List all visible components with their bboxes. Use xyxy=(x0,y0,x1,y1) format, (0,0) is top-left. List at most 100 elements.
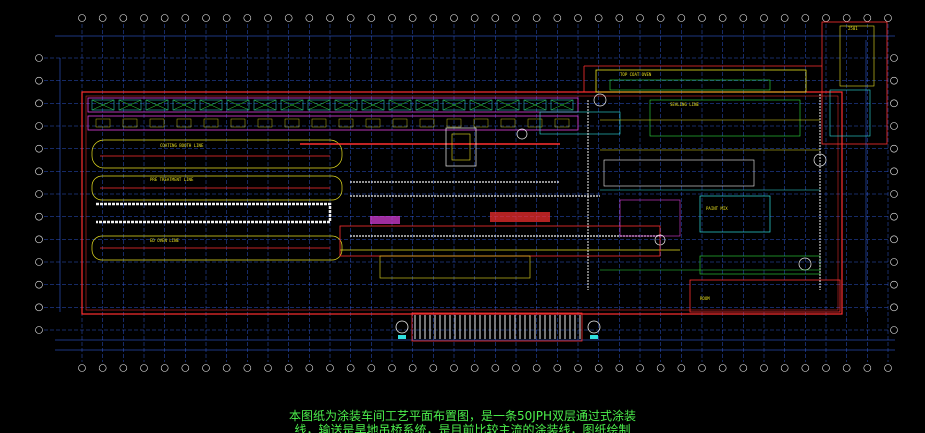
grid-bubble-right xyxy=(890,212,898,221)
booth-cross xyxy=(361,99,385,111)
grid-bubble-top xyxy=(532,14,541,22)
grid-bubble-top xyxy=(243,14,252,22)
svg-text:COATING BOOTH LINE: COATING BOOTH LINE xyxy=(160,143,204,148)
grid-bubble-bottom xyxy=(801,364,810,372)
grid-bubble-top xyxy=(346,14,355,22)
booth-cross xyxy=(253,99,277,111)
booth-cell xyxy=(388,99,412,111)
svg-text:PRE TREATMENT LINE: PRE TREATMENT LINE xyxy=(150,177,194,182)
grid-bubble-top xyxy=(367,14,376,22)
grid-bubble-left xyxy=(35,122,43,130)
booth-cross xyxy=(199,99,223,111)
grid-bubble-top xyxy=(202,14,210,22)
grid-bubble-top xyxy=(450,14,458,22)
grid-bubble-bottom xyxy=(181,364,190,372)
top-right-tag: 2501 xyxy=(848,26,858,31)
grid-bubble-right xyxy=(890,326,898,334)
grid-bubbles xyxy=(35,14,898,372)
grid-bubble-bottom xyxy=(884,364,892,372)
grid-bubble-left xyxy=(35,190,43,198)
grid-bubble-bottom xyxy=(491,364,500,372)
booth-cell xyxy=(172,99,196,111)
booth-cross xyxy=(118,99,142,111)
grid-bubble-top xyxy=(388,14,396,22)
grid-bubble-top xyxy=(677,14,686,22)
grid-bubble-bottom xyxy=(450,364,458,372)
grid-bubble-bottom xyxy=(367,364,376,372)
booth-cell xyxy=(253,99,277,111)
grid-bubble-top xyxy=(553,14,562,22)
grid-bubble-top xyxy=(780,14,789,22)
equipment-tags: COATING BOOTH LINE PRE TREATMENT LINE ED… xyxy=(150,26,858,301)
svg-text:PAINT MIX: PAINT MIX xyxy=(706,206,728,211)
booth-cell-lower xyxy=(176,118,192,128)
booth-cell xyxy=(550,99,574,111)
grid-bubble-top xyxy=(863,14,872,22)
grid-bubble-bottom xyxy=(553,364,562,372)
grid-bubble-bottom xyxy=(574,364,582,372)
grid-bubble-top xyxy=(470,14,479,22)
grid-bubble-top xyxy=(181,14,190,22)
grid-bubble-top xyxy=(140,14,148,22)
booth-cell xyxy=(199,99,223,111)
booth-cell-lower xyxy=(365,118,381,128)
booth-row-upper xyxy=(87,97,579,131)
grid-bubble-top xyxy=(739,14,748,22)
grid-bubble-top xyxy=(284,14,293,22)
grid-bubble-bottom xyxy=(636,364,644,372)
grid-bubble-top xyxy=(760,14,768,22)
booth-cell-lower xyxy=(311,118,327,128)
grid-bubble-bottom xyxy=(264,364,272,372)
grid-bubble-top xyxy=(698,14,706,22)
grid-bubble-bottom xyxy=(780,364,789,372)
grid-bubble-top xyxy=(160,14,169,22)
grid-bubble-right xyxy=(890,99,898,108)
caption-line-1: 本图纸为涂装车间工艺平面布置图，是一条50JPH双层通过式涂装 xyxy=(288,409,637,423)
grid-bubble-bottom xyxy=(822,364,830,372)
booth-cell xyxy=(523,99,547,111)
svg-text:TOP COAT OVEN: TOP COAT OVEN xyxy=(620,72,652,77)
drawing-caption: 本图纸为涂装车间工艺平面布置图，是一条50JPH双层通过式涂装 线，输送是旱地吊… xyxy=(0,409,925,433)
booth-cell-lower xyxy=(554,118,570,128)
booth-cell xyxy=(496,99,520,111)
grid-bubble-top xyxy=(615,14,624,22)
grid-bubble-top xyxy=(305,14,314,22)
grid-bubble-bottom xyxy=(760,364,768,372)
grid-bubble-bottom xyxy=(656,364,665,372)
grid-bubble-right xyxy=(890,280,898,289)
grid-bubble-bottom xyxy=(698,364,706,372)
grid-bubble-top xyxy=(801,14,810,22)
grid-bubble-right xyxy=(890,144,898,153)
booth-cross xyxy=(415,99,439,111)
booth-cell xyxy=(226,99,250,111)
booth-cell xyxy=(361,99,385,111)
grid-bubble-left xyxy=(35,258,43,266)
grid-bubble-bottom xyxy=(408,364,417,372)
grid-bubble-right xyxy=(890,190,898,198)
grid-bubble-top xyxy=(408,14,417,22)
grid-bubble-bottom xyxy=(119,364,128,372)
booth-cell xyxy=(469,99,493,111)
svg-text:ROOM: ROOM xyxy=(700,296,710,301)
caption-line-2: 线，输送是旱地吊桥系统，是目前比较主流的涂装线，图纸绘制 xyxy=(294,423,631,433)
grid-bubble-right xyxy=(890,258,898,266)
process-equipment xyxy=(370,25,875,290)
grid-bubble-bottom xyxy=(202,364,210,372)
grid-bubble-top xyxy=(222,14,231,22)
grid-bubble-bottom xyxy=(284,364,293,372)
conveyor-lanes xyxy=(91,139,680,261)
booth-cross xyxy=(388,99,412,111)
grid-bubble-bottom xyxy=(532,364,541,372)
booth-cell-lower xyxy=(527,118,543,128)
grid-bubble-top xyxy=(119,14,128,22)
dimension-lines xyxy=(55,35,895,351)
grid-bubble-bottom xyxy=(842,364,851,372)
grid-bubble-bottom xyxy=(718,364,727,372)
grid-bubble-top xyxy=(429,14,438,22)
booth-cell-lower xyxy=(446,118,462,128)
booth-cell xyxy=(280,99,304,111)
grid-bubble-top xyxy=(842,14,851,22)
grid-bubble-bottom xyxy=(470,364,479,372)
grid-bubble-left xyxy=(35,235,43,244)
grid-bubble-bottom xyxy=(98,364,107,372)
